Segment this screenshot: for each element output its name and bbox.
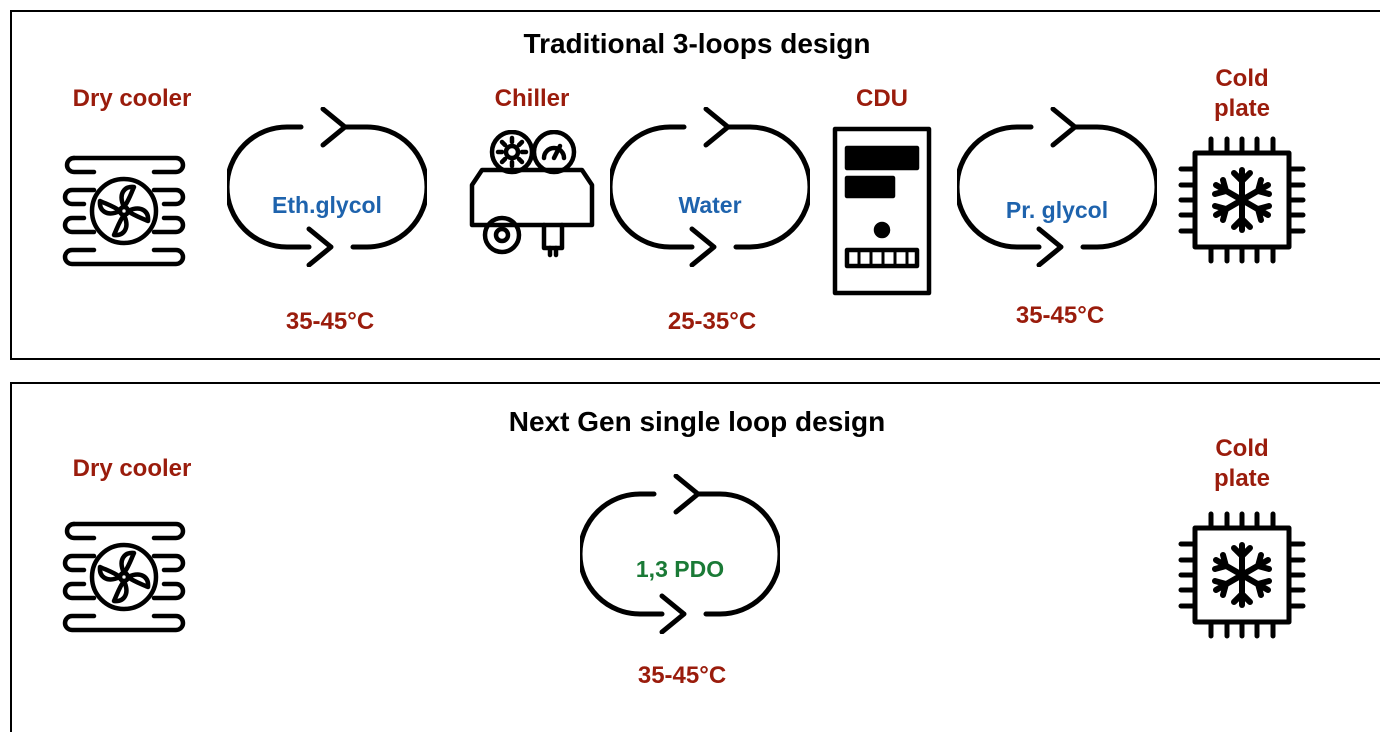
cold-plate-label: Cold plate	[1182, 434, 1302, 494]
loop-arrows-icon	[227, 107, 427, 267]
traditional-title: Traditional 3-loops design	[523, 28, 871, 59]
fan-coil-icon	[54, 146, 194, 276]
loop-fluid-label: Water	[678, 192, 742, 218]
cdu-label: CDU	[856, 85, 908, 112]
next-gen-design-panel: Next Gen single loop design Dry cooler C…	[10, 382, 1380, 732]
loop-arrows-icon	[957, 107, 1157, 267]
chip-snowflake-icon	[1177, 510, 1307, 640]
chip-snowflake-icon	[1177, 135, 1307, 265]
dry-cooler-label: Dry cooler	[72, 455, 192, 482]
next-gen-title: Next Gen single loop design	[508, 406, 886, 437]
loop-temperature: 25-35°C	[667, 308, 757, 335]
loop-fluid-label: Pr. glycol	[1005, 197, 1109, 223]
cold-plate-label-line-1: Cold	[1215, 435, 1269, 462]
cold-plate-label-line-1: Cold	[1215, 65, 1269, 92]
loop-temperature: 35-45°C	[285, 308, 375, 335]
chiller-icon	[462, 130, 602, 260]
traditional-design-panel: Traditional 3-loops design Dry cooler Ch…	[10, 10, 1380, 360]
dry-cooler-label: Dry cooler	[72, 85, 192, 112]
loop-arrows-icon	[580, 474, 780, 634]
chiller-label: Chiller	[494, 85, 570, 112]
cdu-cabinet-icon	[832, 126, 932, 296]
loop-temperature: 35-45°C	[1015, 302, 1105, 329]
cold-plate-label-line-2: plate	[1213, 95, 1270, 122]
loop-arrows-icon	[610, 107, 810, 267]
cold-plate-label-line-2: plate	[1213, 465, 1270, 492]
loop-fluid-label: 1,3 PDO	[635, 556, 725, 582]
fan-coil-icon	[54, 512, 194, 642]
cold-plate-label: Cold plate	[1182, 64, 1302, 124]
loop-fluid-label: Eth.glycol	[272, 192, 382, 218]
loop-temperature: 35-45°C	[637, 662, 727, 689]
